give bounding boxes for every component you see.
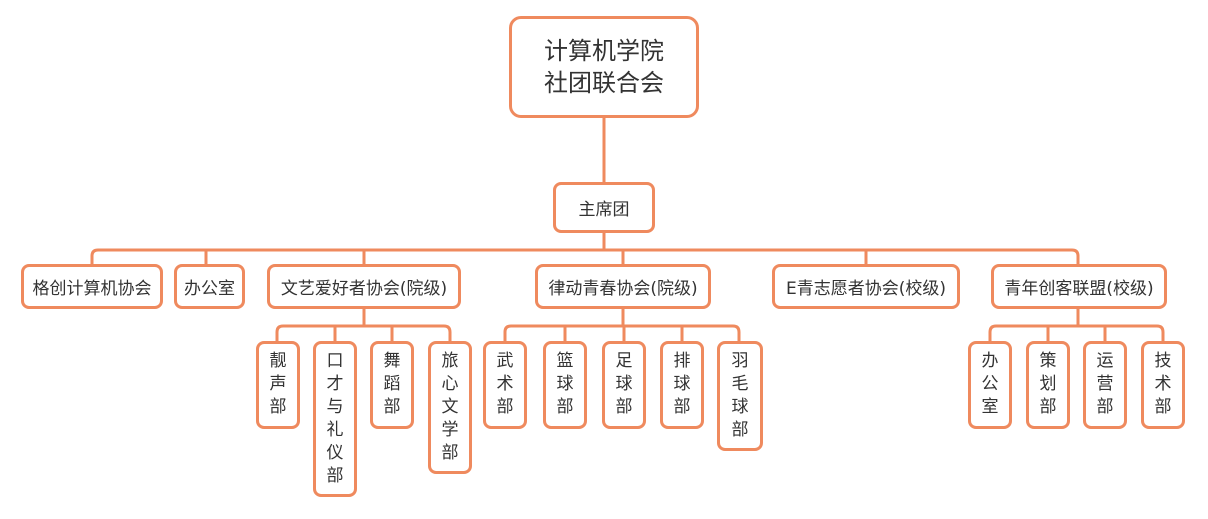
- label-character: 球: [731, 397, 749, 417]
- root-title-line2: 社团联合会: [544, 69, 664, 97]
- label-character: 策: [1039, 351, 1057, 371]
- label-character: 才: [326, 374, 344, 394]
- qingnian-dept: 策划部: [1026, 341, 1070, 429]
- label-character: 武: [496, 351, 514, 371]
- label-character: 仪: [326, 443, 344, 463]
- qingnian-dept-label: 办公室: [982, 350, 999, 419]
- label-character: 部: [441, 443, 459, 463]
- label-character: 部: [326, 466, 344, 486]
- label-character: 声: [269, 374, 287, 394]
- label-character: 部: [731, 420, 749, 440]
- label-character: 球: [673, 374, 691, 394]
- presidium-label: 主席团: [578, 200, 630, 220]
- label-character: 球: [556, 374, 574, 394]
- node-lvdong: 律动青春协会(院级): [535, 264, 711, 309]
- lvdong-dept: 羽毛球部: [717, 341, 763, 451]
- node-qingnian: 青年创客联盟(校级): [991, 264, 1167, 309]
- lvdong-dept-label: 篮球部: [557, 350, 574, 419]
- label-character: 办: [981, 351, 999, 371]
- node-lvdong-label: 律动青春协会(院级): [548, 279, 698, 299]
- node-qingnian-label: 青年创客联盟(校级): [1004, 279, 1154, 299]
- label-character: 羽: [731, 351, 749, 371]
- label-character: 毛: [731, 374, 749, 394]
- label-character: 部: [496, 397, 514, 417]
- label-character: 部: [615, 397, 633, 417]
- node-wenyi: 文艺爱好者协会(院级): [267, 264, 461, 309]
- wenyi-dept: 舞蹈部: [370, 341, 414, 429]
- lvdong-dept-label: 排球部: [674, 350, 691, 419]
- label-character: 部: [383, 397, 401, 417]
- label-character: 排: [673, 351, 691, 371]
- label-character: 文: [441, 397, 459, 417]
- label-character: 术: [496, 374, 514, 394]
- wenyi-dept: 靓声部: [256, 341, 300, 429]
- lvdong-dept: 足球部: [602, 341, 646, 429]
- root-node: 计算机学院 社团联合会: [509, 16, 699, 118]
- node-office: 办公室: [174, 264, 245, 309]
- label-character: 部: [1096, 397, 1114, 417]
- label-character: 部: [1039, 397, 1057, 417]
- qingnian-dept: 办公室: [968, 341, 1012, 429]
- lvdong-dept: 武术部: [483, 341, 527, 429]
- qingnian-dept: 运营部: [1083, 341, 1127, 429]
- label-character: 运: [1096, 351, 1114, 371]
- wenyi-dept-label: 口才与礼仪部: [327, 350, 344, 488]
- label-character: 心: [441, 374, 459, 394]
- label-character: 部: [673, 397, 691, 417]
- label-character: 篮: [556, 351, 574, 371]
- label-character: 学: [441, 420, 459, 440]
- qingnian-dept-label: 运营部: [1097, 350, 1114, 419]
- lvdong-dept-label: 羽毛球部: [732, 350, 749, 442]
- label-character: 与: [326, 397, 344, 417]
- label-character: 礼: [326, 420, 344, 440]
- lvdong-dept: 排球部: [660, 341, 704, 429]
- node-eqing-label: E青志愿者协会(校级): [785, 279, 946, 299]
- label-character: 口: [326, 351, 344, 371]
- node-gechuang-label: 格创计算机协会: [32, 279, 152, 299]
- label-character: 部: [556, 397, 574, 417]
- wenyi-dept-label: 靓声部: [270, 350, 287, 419]
- qingnian-dept-label: 技术部: [1155, 350, 1172, 419]
- presidium-node: 主席团: [553, 182, 655, 233]
- node-office-label: 办公室: [184, 279, 235, 299]
- label-character: 营: [1096, 374, 1114, 394]
- lvdong-dept: 篮球部: [543, 341, 587, 429]
- label-character: 划: [1039, 374, 1057, 394]
- label-character: 旅: [441, 351, 459, 371]
- label-character: 舞: [383, 351, 401, 371]
- root-title-line1: 计算机学院: [544, 37, 664, 65]
- lvdong-dept-label: 武术部: [497, 350, 514, 419]
- wenyi-dept: 旅心文学部: [428, 341, 472, 474]
- label-character: 术: [1154, 374, 1172, 394]
- label-character: 公: [981, 374, 999, 394]
- label-character: 部: [269, 397, 287, 417]
- label-character: 技: [1154, 351, 1172, 371]
- label-character: 球: [615, 374, 633, 394]
- label-character: 蹈: [383, 374, 401, 394]
- node-wenyi-label: 文艺爱好者协会(院级): [280, 279, 448, 299]
- node-gechuang: 格创计算机协会: [21, 264, 163, 309]
- node-eqing: E青志愿者协会(校级): [772, 264, 960, 309]
- qingnian-dept: 技术部: [1141, 341, 1185, 429]
- label-character: 室: [981, 397, 999, 417]
- qingnian-dept-label: 策划部: [1040, 350, 1057, 419]
- label-character: 部: [1154, 397, 1172, 417]
- wenyi-dept-label: 舞蹈部: [384, 350, 401, 419]
- lvdong-dept-label: 足球部: [616, 350, 633, 419]
- label-character: 靓: [269, 351, 287, 371]
- wenyi-dept: 口才与礼仪部: [313, 341, 357, 497]
- label-character: 足: [615, 351, 633, 371]
- wenyi-dept-label: 旅心文学部: [442, 350, 459, 465]
